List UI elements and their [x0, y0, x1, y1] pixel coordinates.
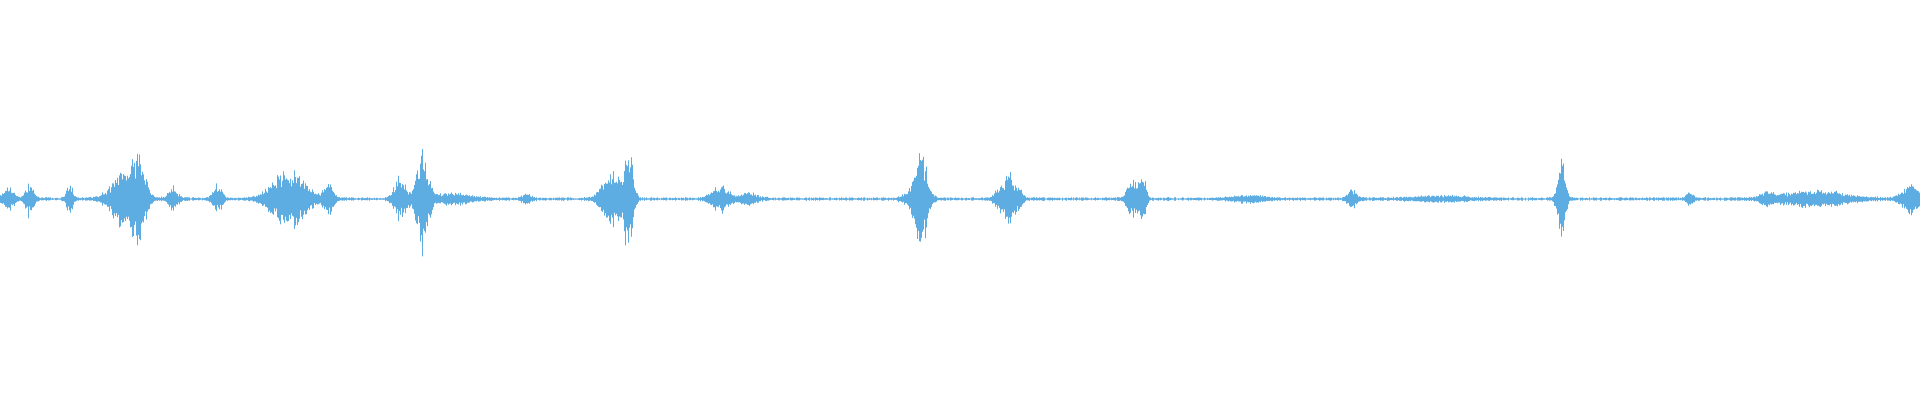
waveform-trace [0, 149, 1920, 257]
waveform-samples [0, 149, 1920, 257]
